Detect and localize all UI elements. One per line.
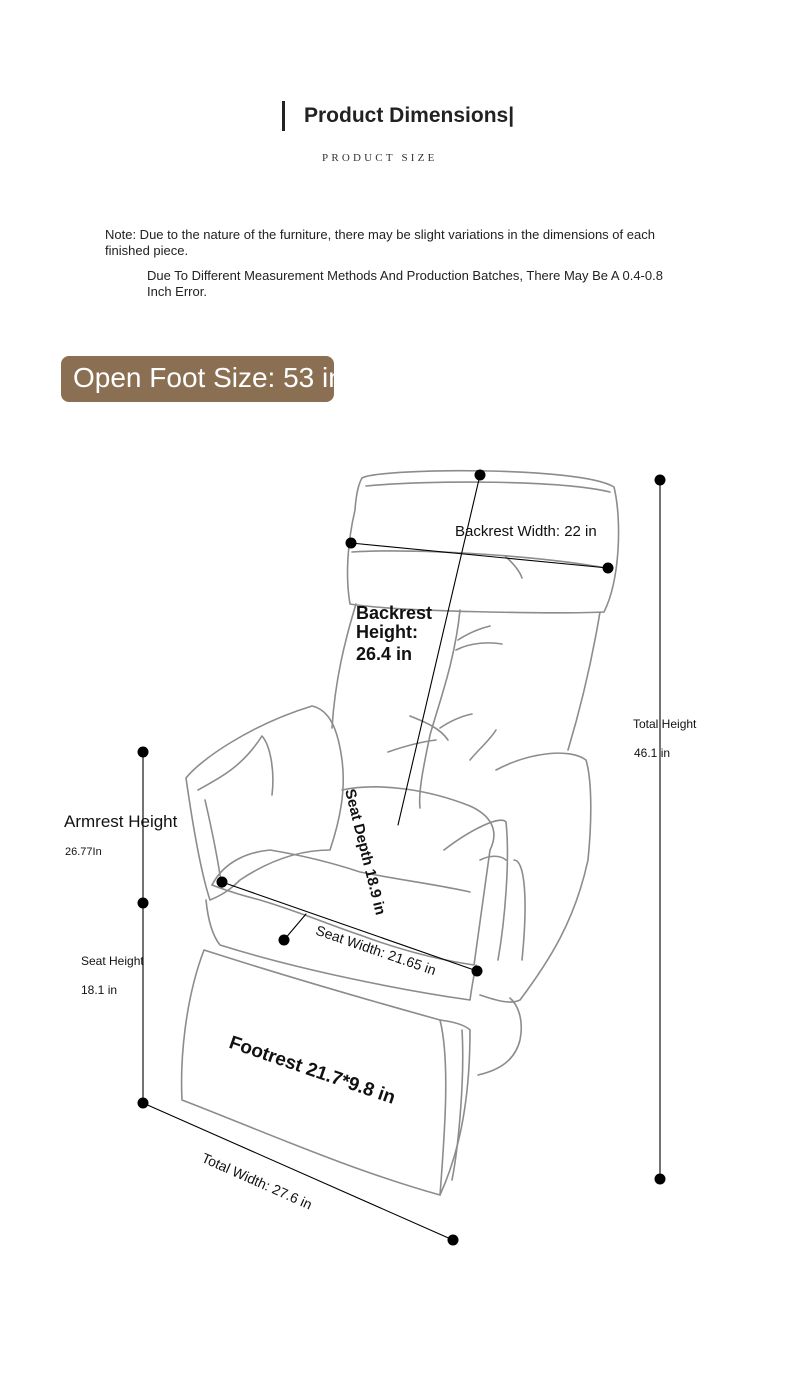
total-height-label: Total Height — [633, 717, 697, 731]
right-armrest-inner — [443, 819, 526, 961]
armrest-height-value: 26.77In — [65, 846, 102, 858]
variation-note: Note: Due to the nature of the furniture… — [105, 227, 655, 258]
right-armrest — [479, 752, 592, 1003]
footrest-side — [439, 1019, 464, 1196]
seat-front — [211, 849, 471, 893]
seat-height-value: 18.1 in — [81, 983, 118, 997]
backrest-outline — [331, 603, 601, 751]
headrest-outline — [346, 469, 620, 614]
total-height-value: 46.1 in — [634, 746, 671, 760]
backrest-height-label: Backrest Height: 26.4 in — [356, 603, 433, 664]
dimension-dots — [137, 469, 666, 1246]
left-armrest-inner — [197, 735, 274, 889]
seat-width-line — [221, 881, 478, 972]
armrest-height-label: Armrest Height — [64, 812, 178, 831]
measurement-error-note: Due To Different Measurement Methods And… — [147, 268, 663, 299]
seat-cushion — [211, 786, 495, 966]
open-foot-size-badge: Open Foot Size: 53 in — [61, 356, 334, 402]
backrest-width-label: Backrest Width: 22 in — [455, 523, 597, 540]
backrest-height-line — [397, 474, 481, 826]
title-accent-bar — [282, 101, 285, 131]
total-width-line — [142, 1102, 454, 1241]
dimension-lines — [142, 474, 661, 1241]
page-subtitle: PRODUCT SIZE — [322, 152, 438, 164]
seat-height-label: Seat Height — [81, 954, 144, 968]
left-armrest — [185, 705, 345, 901]
base-swivel — [477, 997, 523, 1076]
seat-front-face — [205, 899, 477, 1001]
page-title: Product Dimensions| — [304, 104, 515, 127]
backrest-tufting — [387, 609, 503, 809]
open-foot-size-label: Open Foot Size: 53 in — [73, 362, 334, 393]
seat-depth-tick — [283, 913, 307, 941]
backrest-width-line — [350, 542, 609, 569]
